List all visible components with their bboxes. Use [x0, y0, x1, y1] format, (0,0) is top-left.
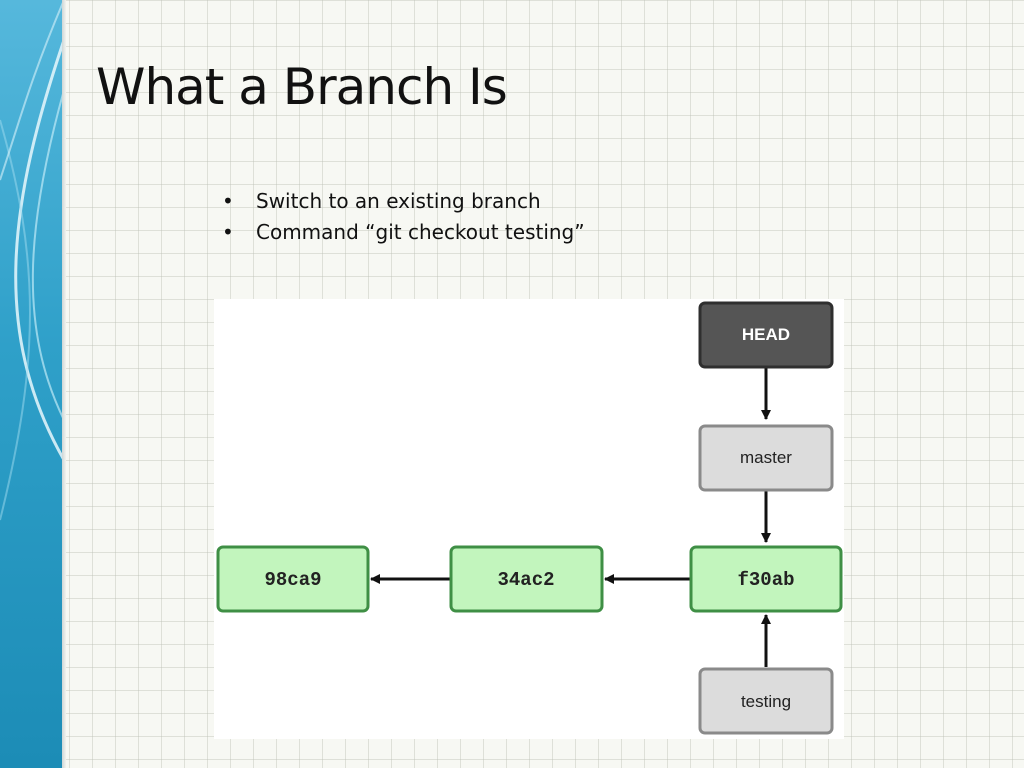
master-label: master: [740, 448, 792, 467]
commit-box: [449, 545, 604, 613]
commit-f30ab-label: f30ab: [737, 569, 794, 591]
bullet-item: • Command “git checkout testing”: [222, 217, 585, 248]
testing-label: testing: [741, 692, 791, 711]
bullet-marker: •: [222, 189, 234, 213]
branch-testing-box: testing: [698, 667, 834, 735]
bullet-list: • Switch to an existing branch • Command “…: [222, 186, 585, 248]
head-pointer-box: HEAD: [698, 301, 834, 369]
bullet-item: • Switch to an existing branch: [222, 186, 585, 217]
commit-box: [216, 545, 370, 613]
commit-f30ab-box: f30ab: [689, 545, 843, 613]
bullet-text: Command “git checkout testing”: [256, 220, 585, 244]
head-label: HEAD: [742, 325, 790, 344]
master-box: [698, 424, 834, 492]
commit-box: [689, 545, 843, 613]
commit-98ca9-label: 98ca9: [264, 569, 321, 591]
side-band-edge: [62, 0, 66, 768]
commit-34ac2-label: 34ac2: [497, 569, 554, 591]
bullet-text: Switch to an existing branch: [256, 189, 541, 213]
commit-34ac2-box: 34ac2: [449, 545, 604, 613]
diagram-canvas: HEAD master 98ca9 34ac2 f30ab testing: [216, 301, 843, 735]
head-box: [698, 301, 834, 369]
slide-title: What a Branch Is: [96, 58, 508, 116]
git-branch-diagram: HEAD master 98ca9 34ac2 f30ab testing: [214, 299, 844, 739]
side-decoration-band: [0, 0, 64, 768]
commit-98ca9-box: 98ca9: [216, 545, 370, 613]
branch-master-box: master: [698, 424, 834, 492]
bullet-marker: •: [222, 220, 234, 244]
testing-box: [698, 667, 834, 735]
side-swoosh-graphic: [0, 0, 64, 521]
